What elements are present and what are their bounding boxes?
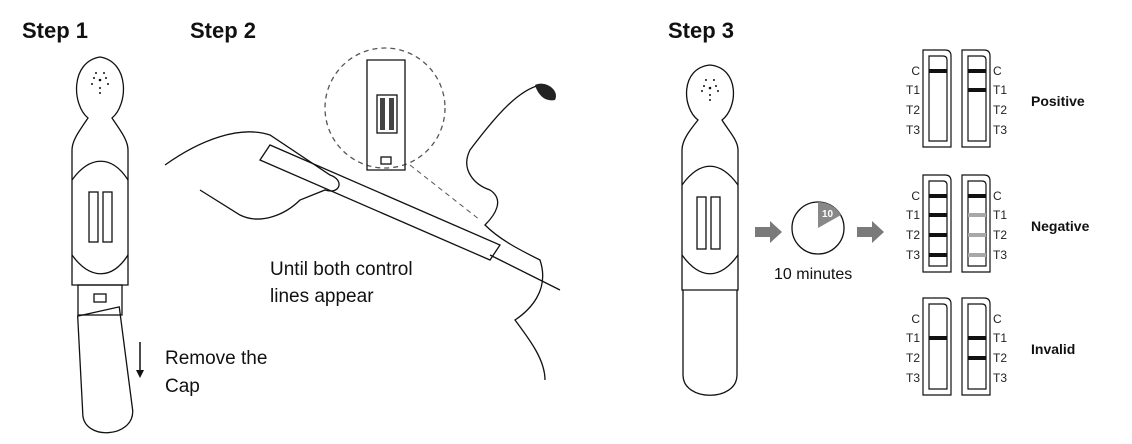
band-label: T3: [993, 123, 1007, 137]
band-label: T1: [906, 208, 920, 222]
step1-title: Step 1: [22, 18, 88, 43]
band-label: T2: [993, 103, 1007, 117]
band-label: T1: [906, 331, 920, 345]
step2-nasal-swab-illustration: [164, 47, 561, 381]
band-label: C: [993, 189, 1002, 203]
step1-test-device: [71, 56, 144, 434]
band-line-c: [968, 194, 986, 198]
band-label: T3: [906, 248, 920, 262]
timer-label: 10: [822, 209, 834, 220]
band-label: T3: [906, 371, 920, 385]
band-line-c: [929, 69, 947, 73]
band-label: T1: [906, 83, 920, 97]
band-line-c: [929, 194, 947, 198]
band-label: T1: [993, 83, 1007, 97]
result-label: Positive: [1031, 93, 1085, 109]
band-line-t2: [968, 233, 986, 237]
band-line-t1: [968, 88, 986, 92]
step3-test-device: [681, 64, 739, 396]
timer-clock-icon: 10: [791, 201, 845, 255]
band-label: C: [911, 312, 920, 326]
band-line-t1: [929, 213, 947, 217]
band-label: C: [993, 312, 1002, 326]
step2-title: Step 2: [190, 18, 256, 43]
band-label: T2: [906, 103, 920, 117]
band-label: T2: [906, 351, 920, 365]
result-label: Negative: [1031, 218, 1090, 234]
result-interpretation: CT1T2T3CT1T2T3PositiveCT1T2T3CT1T2T3Nega…: [906, 49, 1090, 396]
arrow-right-icon: [857, 221, 884, 243]
step2-caption-line2: lines appear: [270, 286, 374, 307]
band-line-t2: [929, 233, 947, 237]
band-label: T1: [993, 208, 1007, 222]
band-label: T3: [993, 248, 1007, 262]
band-line-t3: [968, 253, 986, 257]
band-label: T2: [906, 228, 920, 242]
step3-title: Step 3: [668, 18, 734, 43]
band-label: T1: [993, 331, 1007, 345]
band-label: T3: [906, 123, 920, 137]
step1-caption-line1: Remove the: [165, 348, 267, 369]
step2-caption-line1: Until both control: [270, 259, 413, 280]
timer-caption: 10 minutes: [774, 266, 852, 283]
band-line-t2: [968, 356, 986, 360]
arrow-right-icon: [755, 221, 782, 243]
result-label: Invalid: [1031, 341, 1075, 357]
band-line-t3: [929, 253, 947, 257]
band-label: C: [911, 189, 920, 203]
step1-caption-line2: Cap: [165, 376, 200, 397]
band-label: C: [911, 64, 920, 78]
band-line-t1: [968, 213, 986, 217]
band-line-c: [968, 69, 986, 73]
band-label: T2: [993, 228, 1007, 242]
band-label: T3: [993, 371, 1007, 385]
band-label: C: [993, 64, 1002, 78]
band-line-t1: [929, 336, 947, 340]
band-label: T2: [993, 351, 1007, 365]
band-line-t1: [968, 336, 986, 340]
